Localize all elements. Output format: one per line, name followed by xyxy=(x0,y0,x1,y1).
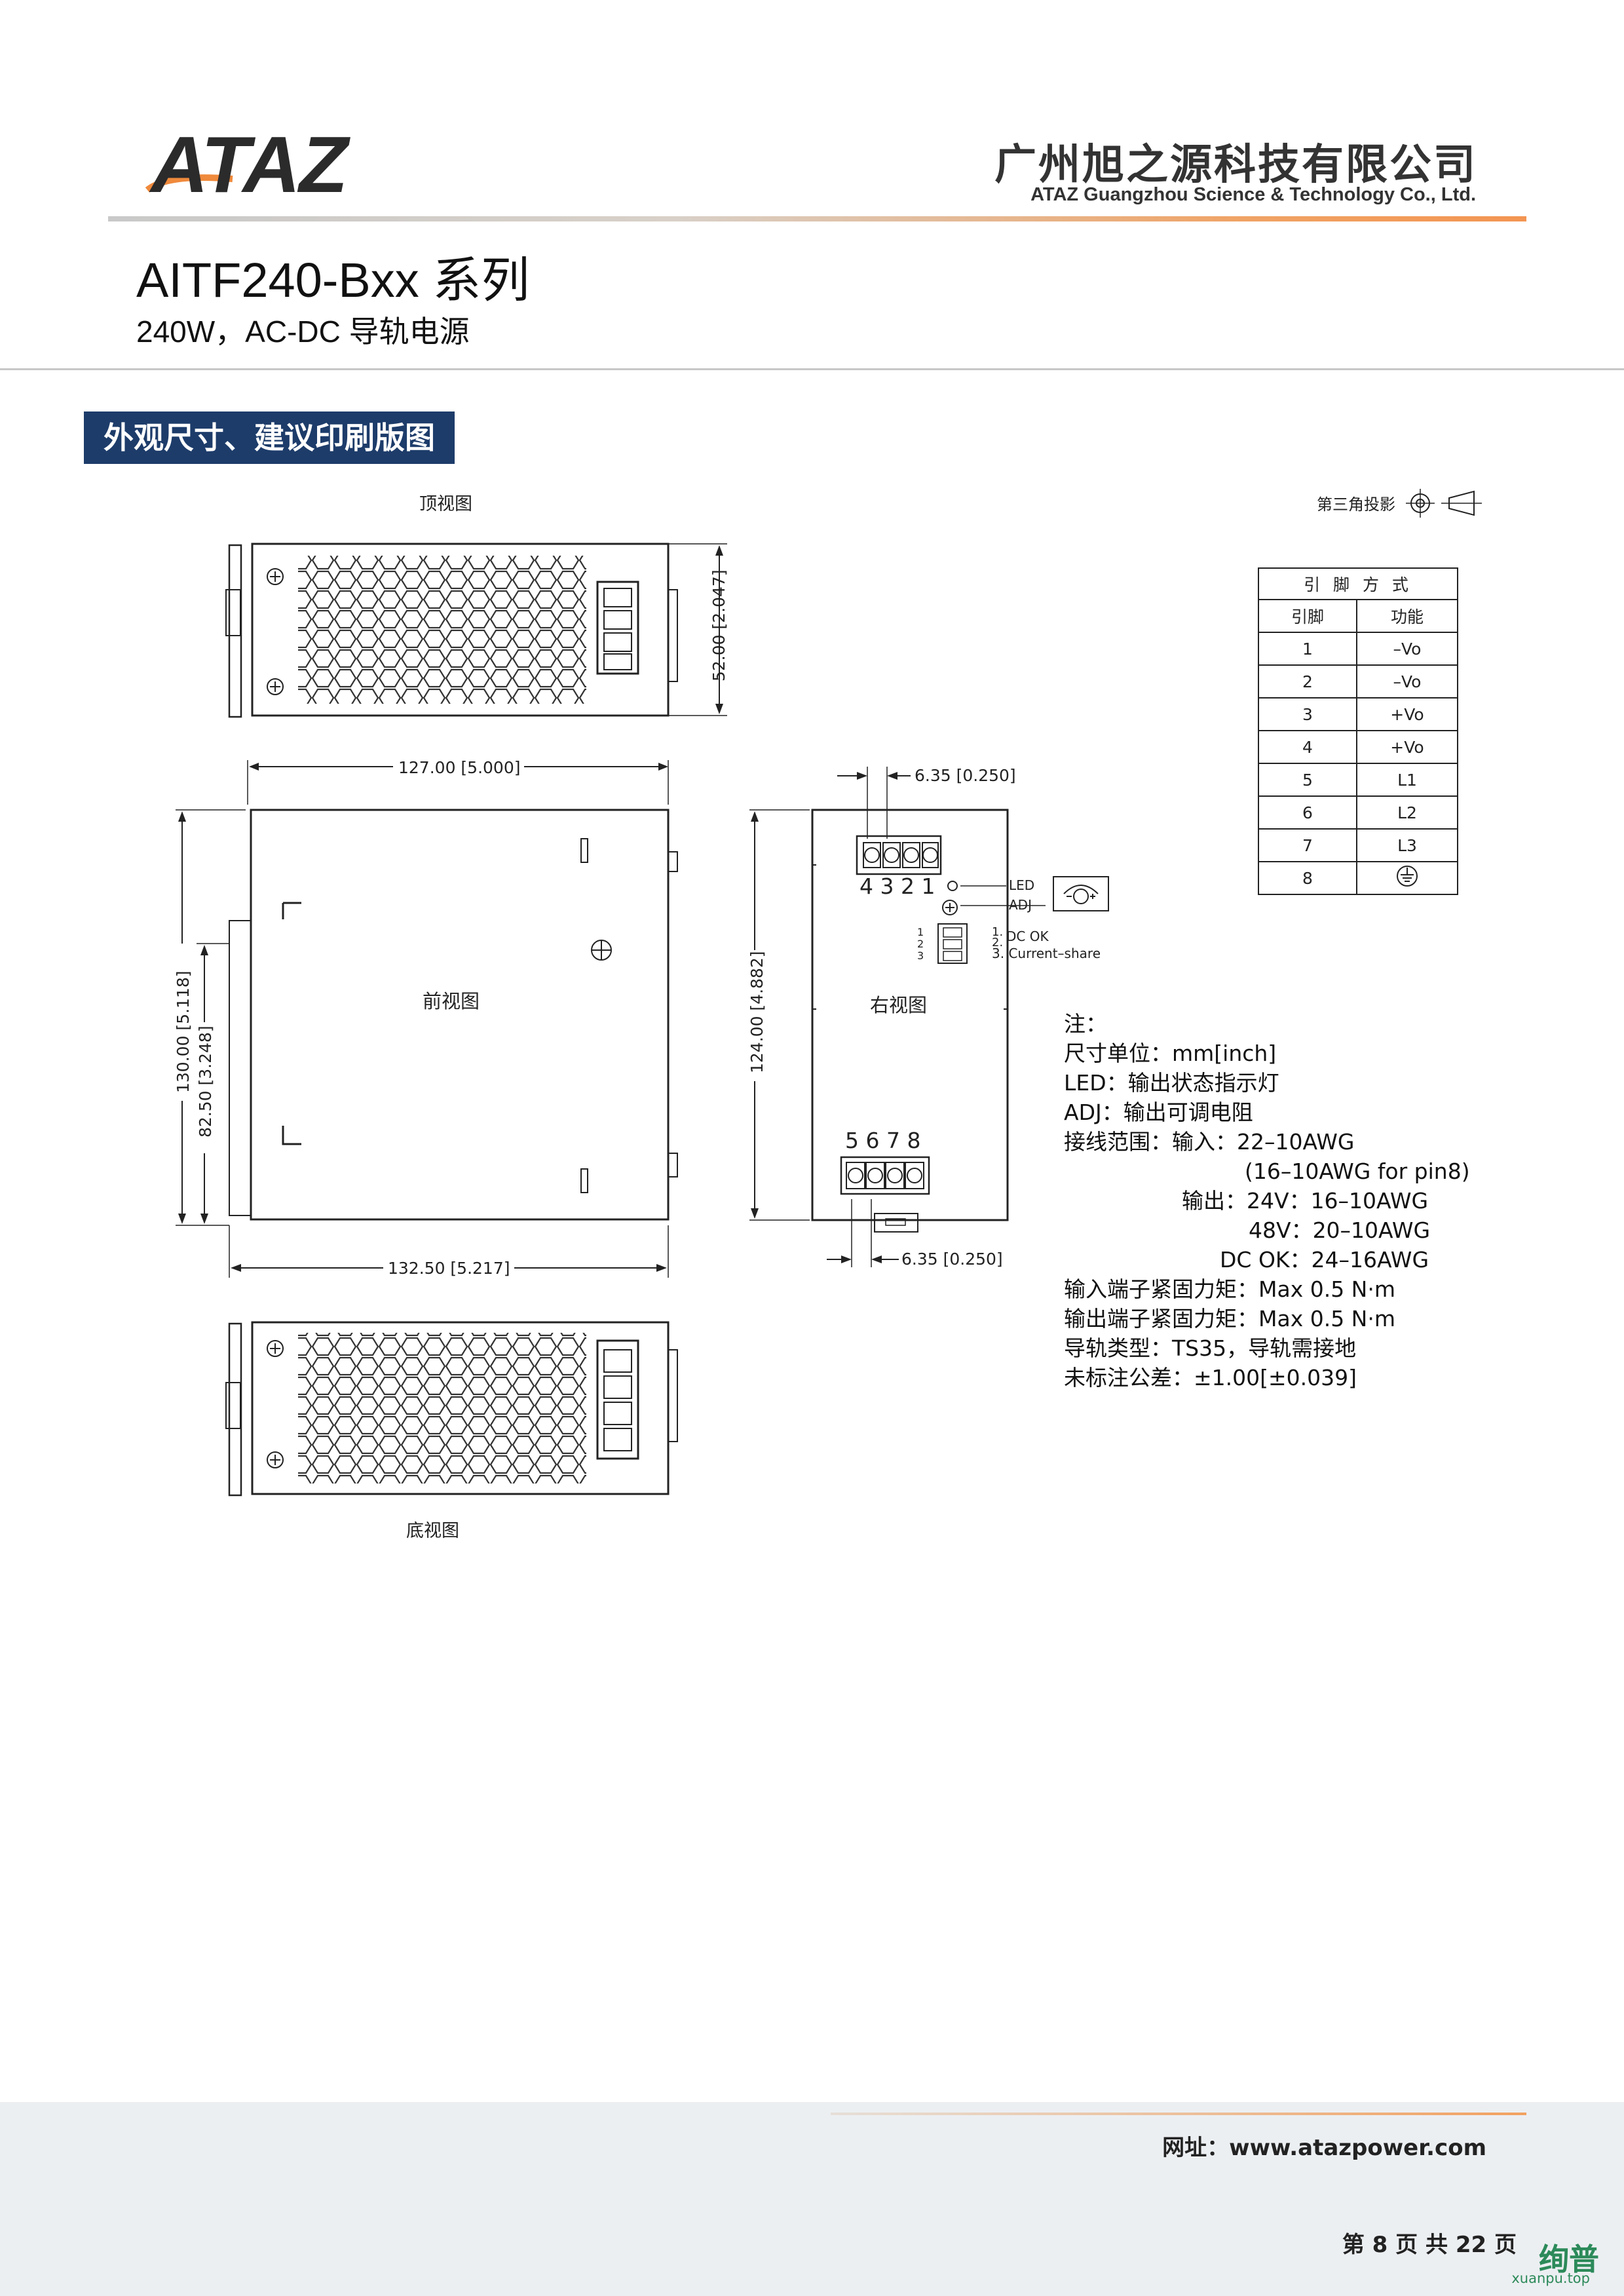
product-title: AITF240-Bxx 系列 xyxy=(136,253,530,307)
dim-pitch-top: 6.35 [0.250] xyxy=(915,766,1016,785)
note-line: DC OK：24–16AWG xyxy=(1220,1247,1429,1272)
led-label: LED xyxy=(1009,877,1034,893)
pin-table-header-pin: 引脚 xyxy=(1258,599,1357,633)
top-view-label: 顶视图 xyxy=(419,494,472,514)
dim-depth-bottom: 132.50 [5.217] xyxy=(388,1259,510,1278)
small-num-3: 3 xyxy=(917,949,924,962)
note-line: LED：输出状态指示灯 xyxy=(1064,1070,1279,1096)
dcok-num-2: 2. xyxy=(992,936,1003,949)
product-subtitle: 240W，AC-DC 导轨电源 xyxy=(136,315,470,349)
earth-ground-icon xyxy=(1355,861,1459,895)
table-row: 1–Vo xyxy=(1258,632,1459,666)
table-row: 3+Vo xyxy=(1258,697,1459,731)
adj-label: ADJ xyxy=(1009,897,1032,913)
company-name-cn: 广州旭之源科技有限公司 xyxy=(994,141,1477,189)
dim-height-right: 124.00 [4.882] xyxy=(747,951,766,1074)
note-line: 输入端子紧固力矩：Max 0.5 N·m xyxy=(1064,1276,1396,1302)
bottom-view-label: 底视图 xyxy=(406,1521,459,1541)
section-title: 外观尺寸、建议印刷版图 xyxy=(84,411,455,464)
pin-table-title: 引 脚 方 式 xyxy=(1258,567,1458,600)
logo-text: ATAZ xyxy=(151,120,348,209)
dcok-num-1: 1. xyxy=(992,925,1003,939)
bottom-view xyxy=(225,1321,678,1497)
dim-height-top: 52.00 [2.047] xyxy=(709,569,728,681)
header-divider xyxy=(108,216,1526,221)
note-line: 接线范围：输入：22–10AWG xyxy=(1064,1129,1355,1155)
note-line: 注： xyxy=(1064,1011,1107,1037)
dim-pitch-bottom: 6.35 [0.250] xyxy=(901,1250,1003,1269)
note-line: ADJ：输出可调电阻 xyxy=(1064,1100,1253,1125)
ataz-logo xyxy=(141,128,357,206)
title-separator xyxy=(0,368,1624,370)
logo-swoosh xyxy=(145,174,233,193)
dcok-label: DC OK xyxy=(1006,928,1049,944)
projection-label: 第三角投影 xyxy=(1317,495,1395,514)
watermark-sub: xuanpu.top xyxy=(1511,2270,1590,2286)
watermark: 绚普 xyxy=(1539,2242,1599,2277)
note-line: 未标注公差：±1.00[±0.039] xyxy=(1064,1365,1357,1390)
footer-divider xyxy=(831,2113,1526,2115)
current-share-label: 3. Current–share xyxy=(992,946,1101,961)
top-view xyxy=(225,543,727,718)
right-view xyxy=(811,809,1109,1233)
small-num-1: 1 xyxy=(917,926,924,938)
company-name-en: ATAZ Guangzhou Science & Technology Co.,… xyxy=(1030,184,1476,205)
pin-table-header-function: 功能 xyxy=(1355,599,1459,633)
note-line: 48V：20–10AWG xyxy=(1249,1217,1431,1243)
dim-height-front: 130.00 [5.118] xyxy=(174,971,193,1094)
note-line: 输出：24V：16–10AWG xyxy=(1182,1188,1429,1214)
note-line: 尺寸单位：mm[inch] xyxy=(1064,1041,1277,1066)
table-row: 8 xyxy=(1258,861,1459,895)
table-row: 2–Vo xyxy=(1258,664,1459,698)
front-view-label: 前视图 xyxy=(423,990,480,1012)
pins-bottom-label: 5 6 7 8 xyxy=(845,1128,920,1153)
projection-icon xyxy=(1406,489,1482,518)
note-line: (16–10AWG for pin8) xyxy=(1245,1158,1470,1184)
small-num-2: 2 xyxy=(917,938,924,950)
footer xyxy=(0,2102,1624,2296)
notes: 注： 尺寸单位：mm[inch] LED：输出状态指示灯 ADJ：输出可调电阻 … xyxy=(1064,1009,1470,1392)
dim-width-front: 127.00 [5.000] xyxy=(398,758,521,777)
page-number: 第 8 页 共 22 页 xyxy=(1342,2232,1517,2258)
dim-rail-height: 82.50 [3.248] xyxy=(196,1025,215,1138)
pins-top-label: 4 3 2 1 xyxy=(859,873,935,899)
front-view xyxy=(229,809,678,1221)
note-line: 导轨类型：TS35，导轨需接地 xyxy=(1064,1335,1357,1361)
right-view-label: 右视图 xyxy=(870,994,927,1016)
dimension-drawing: 顶视图 52.00 [2.047] 前视图 127.00 [5.000] 130… xyxy=(174,489,1482,1541)
website-link[interactable]: 网址：www.atazpower.com xyxy=(1162,2135,1486,2161)
table-row: 4+Vo xyxy=(1258,730,1459,764)
note-line: 输出端子紧固力矩：Max 0.5 N·m xyxy=(1064,1306,1396,1331)
